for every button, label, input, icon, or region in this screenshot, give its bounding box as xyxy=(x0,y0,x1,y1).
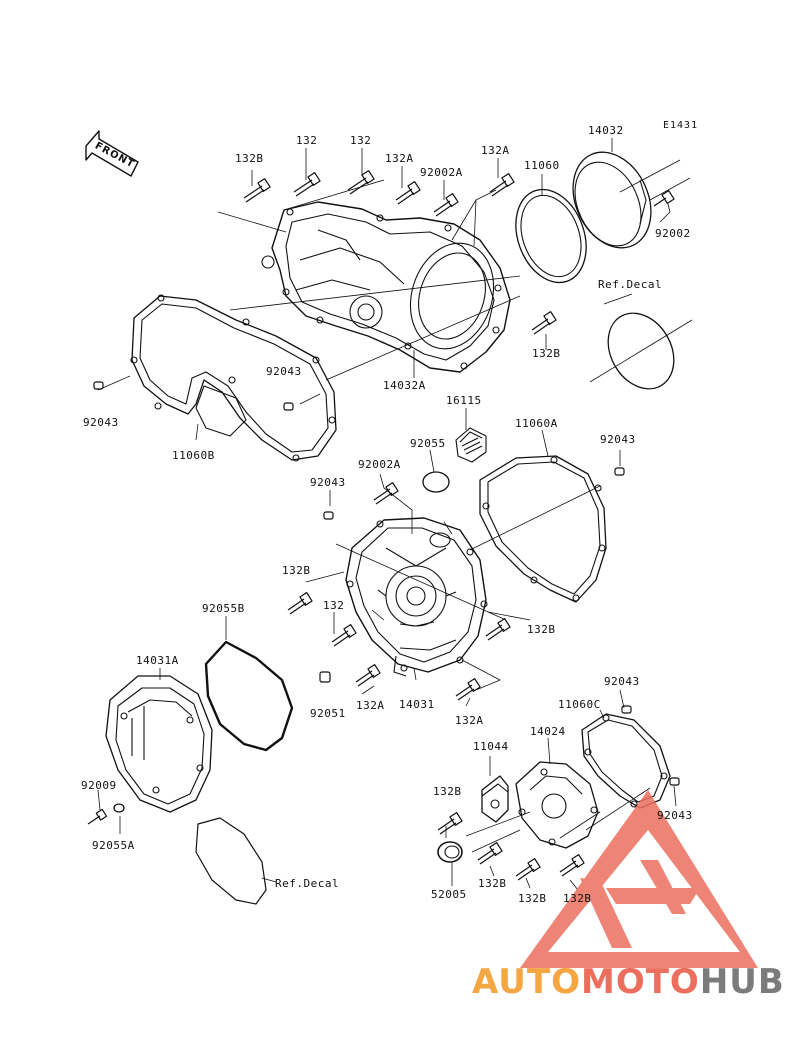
bolt-icon xyxy=(373,482,399,505)
seal-52005 xyxy=(437,841,463,863)
part-label: 132A xyxy=(356,699,385,712)
bolt-icon xyxy=(455,678,481,701)
part-label: 14031 xyxy=(399,698,435,711)
clutch-cover-14032a xyxy=(261,201,511,373)
gasket-11060c xyxy=(581,713,671,809)
part-label: 14032 xyxy=(588,124,624,137)
part-label: 16115 xyxy=(446,394,482,407)
oring-92055 xyxy=(422,471,450,493)
watermark-part: HUB xyxy=(699,962,785,1002)
part-label: 92043 xyxy=(310,476,346,489)
part-label: 132B xyxy=(282,564,311,577)
gasket-11060 xyxy=(515,188,587,284)
part-label: 92002 xyxy=(655,227,691,240)
bolt-icon xyxy=(87,808,108,825)
cover-14024 xyxy=(515,761,599,849)
part-label: 132 xyxy=(296,134,318,147)
part-label: 14024 xyxy=(530,725,566,738)
front-arrow-icon xyxy=(85,130,139,177)
bolt-icon xyxy=(477,842,503,865)
watermark-part: AUTO xyxy=(472,962,581,1002)
part-label: 11060A xyxy=(515,417,558,430)
part-label: 92055 xyxy=(410,437,446,450)
part-label: 92043 xyxy=(83,416,119,429)
part-label: 132B xyxy=(518,892,547,905)
part-label: 11060C xyxy=(558,698,601,711)
part-label: 14031A xyxy=(136,654,179,667)
bolt-icon xyxy=(485,618,511,641)
bolt-icon xyxy=(559,854,585,877)
part-label: 14032A xyxy=(383,379,426,392)
decal-ref-bottom xyxy=(195,817,267,905)
bolt-icon xyxy=(653,190,675,207)
part-label: 52005 xyxy=(431,888,467,901)
decal-ref-top xyxy=(607,312,675,390)
bolt-icon xyxy=(331,624,357,647)
bolt-icon xyxy=(433,193,459,217)
part-label: 92043 xyxy=(600,433,636,446)
watermark-text: AUTOMOTOHUB xyxy=(472,962,785,1002)
part-label: 132B xyxy=(563,892,592,905)
part-label: 11060B xyxy=(172,449,215,462)
oring-92055a xyxy=(113,803,125,813)
part-label: 92051 xyxy=(310,707,346,720)
bolt-icon xyxy=(293,172,321,197)
watermark-logo-icon xyxy=(520,790,758,968)
part-label: 132A xyxy=(455,714,484,727)
diagram-code: E1431 xyxy=(663,120,699,131)
part-label: 92002A xyxy=(420,166,463,179)
part-label: 92043 xyxy=(604,675,640,688)
bolt-icon xyxy=(515,858,541,881)
part-label: 132A xyxy=(385,152,414,165)
part-label: 92043 xyxy=(657,809,693,822)
oring-92055b xyxy=(204,640,294,752)
cap-16115 xyxy=(455,427,487,463)
bolt-icon xyxy=(287,592,313,615)
part-label: 132A xyxy=(481,144,510,157)
bolt-icon xyxy=(531,311,557,335)
cover-14032 xyxy=(572,151,652,249)
leader-lines xyxy=(97,138,693,891)
gasket-11060b xyxy=(130,294,337,462)
part-label: 92043 xyxy=(266,365,302,378)
part-label: 132B xyxy=(235,152,264,165)
part-label: 11060 xyxy=(524,159,560,172)
ref-decal-label: Ref.Decal xyxy=(598,278,663,291)
part-label: 92055B xyxy=(202,602,245,615)
dowel-pins xyxy=(93,381,680,786)
part-label: 92009 xyxy=(81,779,117,792)
part-label: 11044 xyxy=(473,740,509,753)
part-label: 92055A xyxy=(92,839,135,852)
gasket-11060a xyxy=(479,455,607,603)
bolt-icon xyxy=(347,170,375,195)
part-label: 92002A xyxy=(358,458,401,471)
bolt-icon xyxy=(437,812,463,835)
bolt-icon xyxy=(355,664,381,687)
part-label: 132B xyxy=(532,347,561,360)
part-label: 132B xyxy=(433,785,462,798)
bolts xyxy=(87,170,675,881)
part-label: 132B xyxy=(478,877,507,890)
bolt-icon xyxy=(395,181,421,205)
bracket-11044 xyxy=(481,775,509,823)
part-label: 132 xyxy=(323,599,345,612)
part-label: 132 xyxy=(350,134,372,147)
cover-14031a xyxy=(105,675,213,813)
watermark-part: MOTO xyxy=(580,962,700,1002)
part-label: 132B xyxy=(527,623,556,636)
generator-cover-14031 xyxy=(345,517,488,677)
bolt-icon xyxy=(489,173,515,197)
bolt-icon xyxy=(243,178,271,203)
ref-decal-label: Ref.Decal xyxy=(275,877,340,890)
